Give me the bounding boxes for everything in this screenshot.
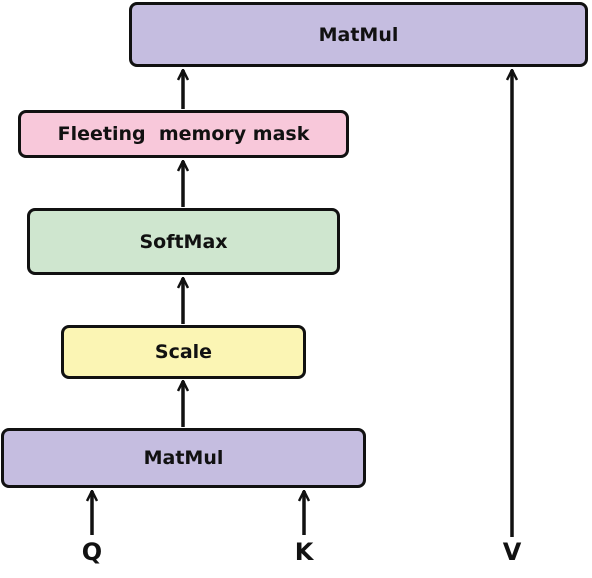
matmul-bottom-node: MatMul <box>1 428 366 488</box>
scale-node: Scale <box>61 325 306 379</box>
matmul-top-node: MatMul <box>129 2 588 67</box>
input-v-label: V <box>502 538 522 566</box>
input-k-label: K <box>294 538 314 566</box>
fleeting-memory-mask-node: Fleeting memory mask <box>18 110 349 158</box>
input-q-label: Q <box>81 538 103 566</box>
softmax-node: SoftMax <box>27 208 340 275</box>
